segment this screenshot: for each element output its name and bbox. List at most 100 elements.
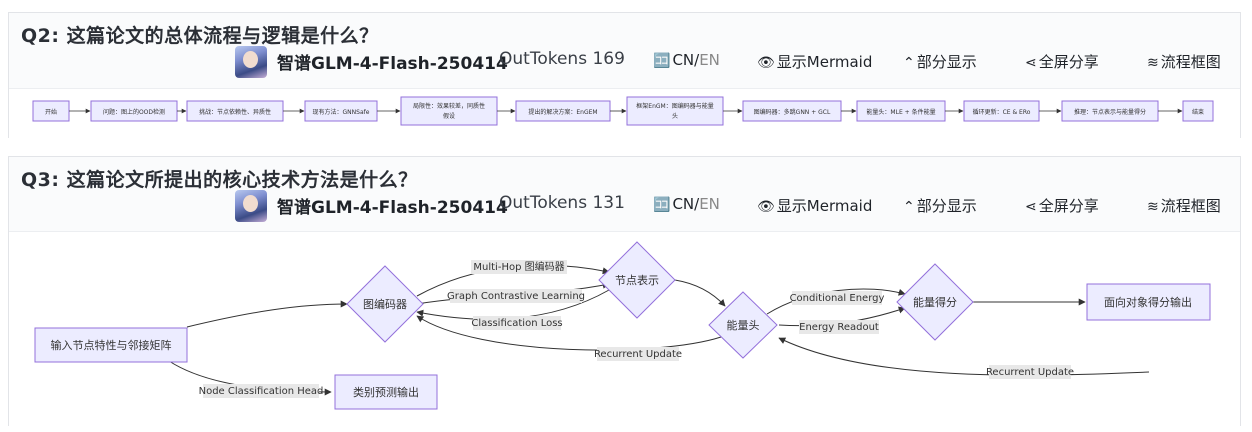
- show-mermaid-button[interactable]: 👁显示Mermaid: [757, 51, 872, 72]
- flow-node-label: 现有方法：GNNSafe: [313, 108, 370, 116]
- linear-flowchart: 开始 问题：图上的OOD检测 挑战：节点依赖性、异质性 现有方法：GNNSafe 局限性…: [9, 88, 1240, 138]
- edge-label-cls-loss: Classification Loss: [471, 318, 562, 329]
- flowchart-svg: 开始 问题：图上的OOD检测 挑战：节点依赖性、异质性 现有方法：GNNSafe 局限性…: [32, 96, 1214, 126]
- node-label-class-out: 类别预测输出: [353, 385, 419, 399]
- node-label-input: 输入节点特性与邻接矩阵: [51, 338, 172, 352]
- node-label-energy-head: 能量头: [727, 318, 760, 332]
- node-label-repr: 节点表示: [615, 273, 659, 287]
- edge-labels: Multi-Hop 图编码器 Graph Contrastive Learnin…: [199, 260, 1074, 398]
- flow-node: 推理：节点表示与能量得分: [1061, 100, 1159, 122]
- edge-label-gcl: Graph Contrastive Learning: [447, 291, 585, 302]
- flow-node-label: 框架EnGM：图编码器与能量: [636, 102, 713, 110]
- share-label: 全屏分享: [1038, 53, 1099, 71]
- mermaid-label: 显示Mermaid: [776, 53, 873, 71]
- model-name: 智谱GLM-4-Flash-250414: [277, 54, 508, 74]
- mermaid-label: 显示Mermaid: [776, 197, 873, 215]
- flowchart-button[interactable]: ≋流程框图: [1147, 51, 1221, 72]
- question-card-q2: Q2: 这篇论文的总体流程与逻辑是什么？ 智谱GLM-4-Flash-25041…: [8, 12, 1241, 138]
- edge-cond-energy: [766, 288, 906, 315]
- node-energy-head: [708, 291, 778, 359]
- method-flowchart: Multi-Hop 图编码器 Graph Contrastive Learnin…: [9, 231, 1240, 426]
- flow-node-box: [626, 96, 724, 126]
- edge-input-encoder: [186, 300, 348, 328]
- question-card-q3: Q3: 这篇论文所提出的核心技术方法是什么？ 智谱GLM-4-Flash-250…: [8, 156, 1241, 426]
- model-avatar: [235, 190, 267, 222]
- node-input: [34, 327, 188, 363]
- flowchart-icon: ≋: [1147, 55, 1159, 71]
- lang-en-label: EN: [699, 51, 720, 69]
- partial-display-button[interactable]: ⌃部分显示: [903, 51, 977, 72]
- flow-node: 能量头：MLE + 条件能量: [856, 100, 946, 122]
- node-repr: [598, 241, 676, 319]
- node-label-encoder: 图编码器: [363, 297, 407, 311]
- flowchart-button[interactable]: ≋流程框图: [1147, 195, 1221, 216]
- chevron-up-icon: ⌃: [903, 55, 915, 71]
- flow-node-label: 开始: [45, 108, 57, 116]
- eye-slash-icon: 👁: [757, 199, 775, 215]
- out-tokens: OutTokens 131: [499, 193, 625, 213]
- share-label: 全屏分享: [1038, 197, 1099, 215]
- node-encoder: [346, 265, 424, 343]
- show-mermaid-button[interactable]: 👁显示Mermaid: [757, 195, 872, 216]
- flow-node-label: 问题：图上的OOD检测: [103, 108, 165, 116]
- edge-label-node-cls-head: Node Classification Head: [199, 386, 324, 397]
- flow-node: 问题：图上的OOD检测: [90, 100, 178, 122]
- eye-slash-icon: 👁: [757, 55, 775, 71]
- translate-icon: 🈁: [653, 53, 671, 69]
- flow-node-label: 循环更新：CE & ERo: [973, 108, 1031, 116]
- flow-node-label: 提出的解决方案：EnGEM: [528, 108, 597, 116]
- flow-node-label: 挑战：节点依赖性、异质性: [199, 108, 271, 116]
- flow-node-label: 能量头：MLE + 条件能量: [866, 108, 935, 116]
- share-icon: ⋖: [1025, 55, 1037, 71]
- flow-node: 图编码器：多跳GNN + GCL: [742, 100, 842, 122]
- partial-label: 部分显示: [916, 197, 977, 215]
- node-output: [1086, 283, 1211, 321]
- edge-recurrent1: [416, 315, 722, 351]
- flowchart-icon: ≋: [1147, 199, 1159, 215]
- flow-node-label: 图编码器：多跳GNN + GCL: [754, 108, 831, 116]
- flow-node-label: 推理：节点表示与能量得分: [1074, 108, 1146, 116]
- question-title: Q3: 这篇论文所提出的核心技术方法是什么？: [21, 169, 418, 191]
- flow-node: 挑战：节点依赖性、异质性: [186, 100, 284, 122]
- lang-en-label: EN: [699, 195, 720, 213]
- flowchart-label: 流程框图: [1160, 197, 1221, 215]
- flow-node-label: 结束: [1192, 108, 1204, 116]
- lang-cn-label: CN/: [672, 195, 700, 213]
- flow-node: 现有方法：GNNSafe: [304, 100, 378, 122]
- edge-label-multihop: Multi-Hop 图编码器: [473, 260, 564, 273]
- partial-display-button[interactable]: ⌃部分显示: [903, 195, 977, 216]
- flow-node: 结束: [1182, 100, 1214, 122]
- node-label-energy-score: 能量得分: [913, 295, 957, 309]
- node-labels: 输入节点特性与邻接矩阵 图编码器 节点表示 能量头 能量得分 面向对象得分输出 …: [51, 273, 1193, 399]
- question-title: Q2: 这篇论文的总体流程与逻辑是什么？: [21, 25, 379, 47]
- node-label-output: 面向对象得分输出: [1104, 295, 1192, 309]
- partial-label: 部分显示: [916, 53, 977, 71]
- fullscreen-share-button[interactable]: ⋖全屏分享: [1025, 51, 1099, 72]
- flow-node-label-line2: 假设: [443, 112, 455, 120]
- edge-repr-head: [674, 279, 726, 307]
- node-class-out: [334, 374, 438, 410]
- share-icon: ⋖: [1025, 199, 1037, 215]
- flow-node-box: [400, 96, 498, 126]
- edge-label-recurrent2: Recurrent Update: [986, 367, 1074, 378]
- flowchart-label: 流程框图: [1160, 53, 1221, 71]
- flow-node-box: [1182, 100, 1214, 122]
- flow-node: 开始: [32, 100, 70, 122]
- flowchart-svg: Multi-Hop 图编码器 Graph Contrastive Learnin…: [34, 241, 1211, 410]
- fullscreen-share-button[interactable]: ⋖全屏分享: [1025, 195, 1099, 216]
- lang-cn-label: CN/: [672, 51, 700, 69]
- chevron-up-icon: ⌃: [903, 199, 915, 215]
- flow-node: 循环更新：CE & ERo: [963, 100, 1040, 122]
- edge-recurrent2: [778, 337, 1150, 376]
- model-name: 智谱GLM-4-Flash-250414: [277, 198, 508, 218]
- flow-node-label: 局限性：效果较差，同质性: [413, 102, 485, 110]
- edge-label-recurrent1: Recurrent Update: [594, 349, 682, 360]
- out-tokens: OutTokens 169: [499, 49, 625, 69]
- node-energy-score: [896, 263, 974, 341]
